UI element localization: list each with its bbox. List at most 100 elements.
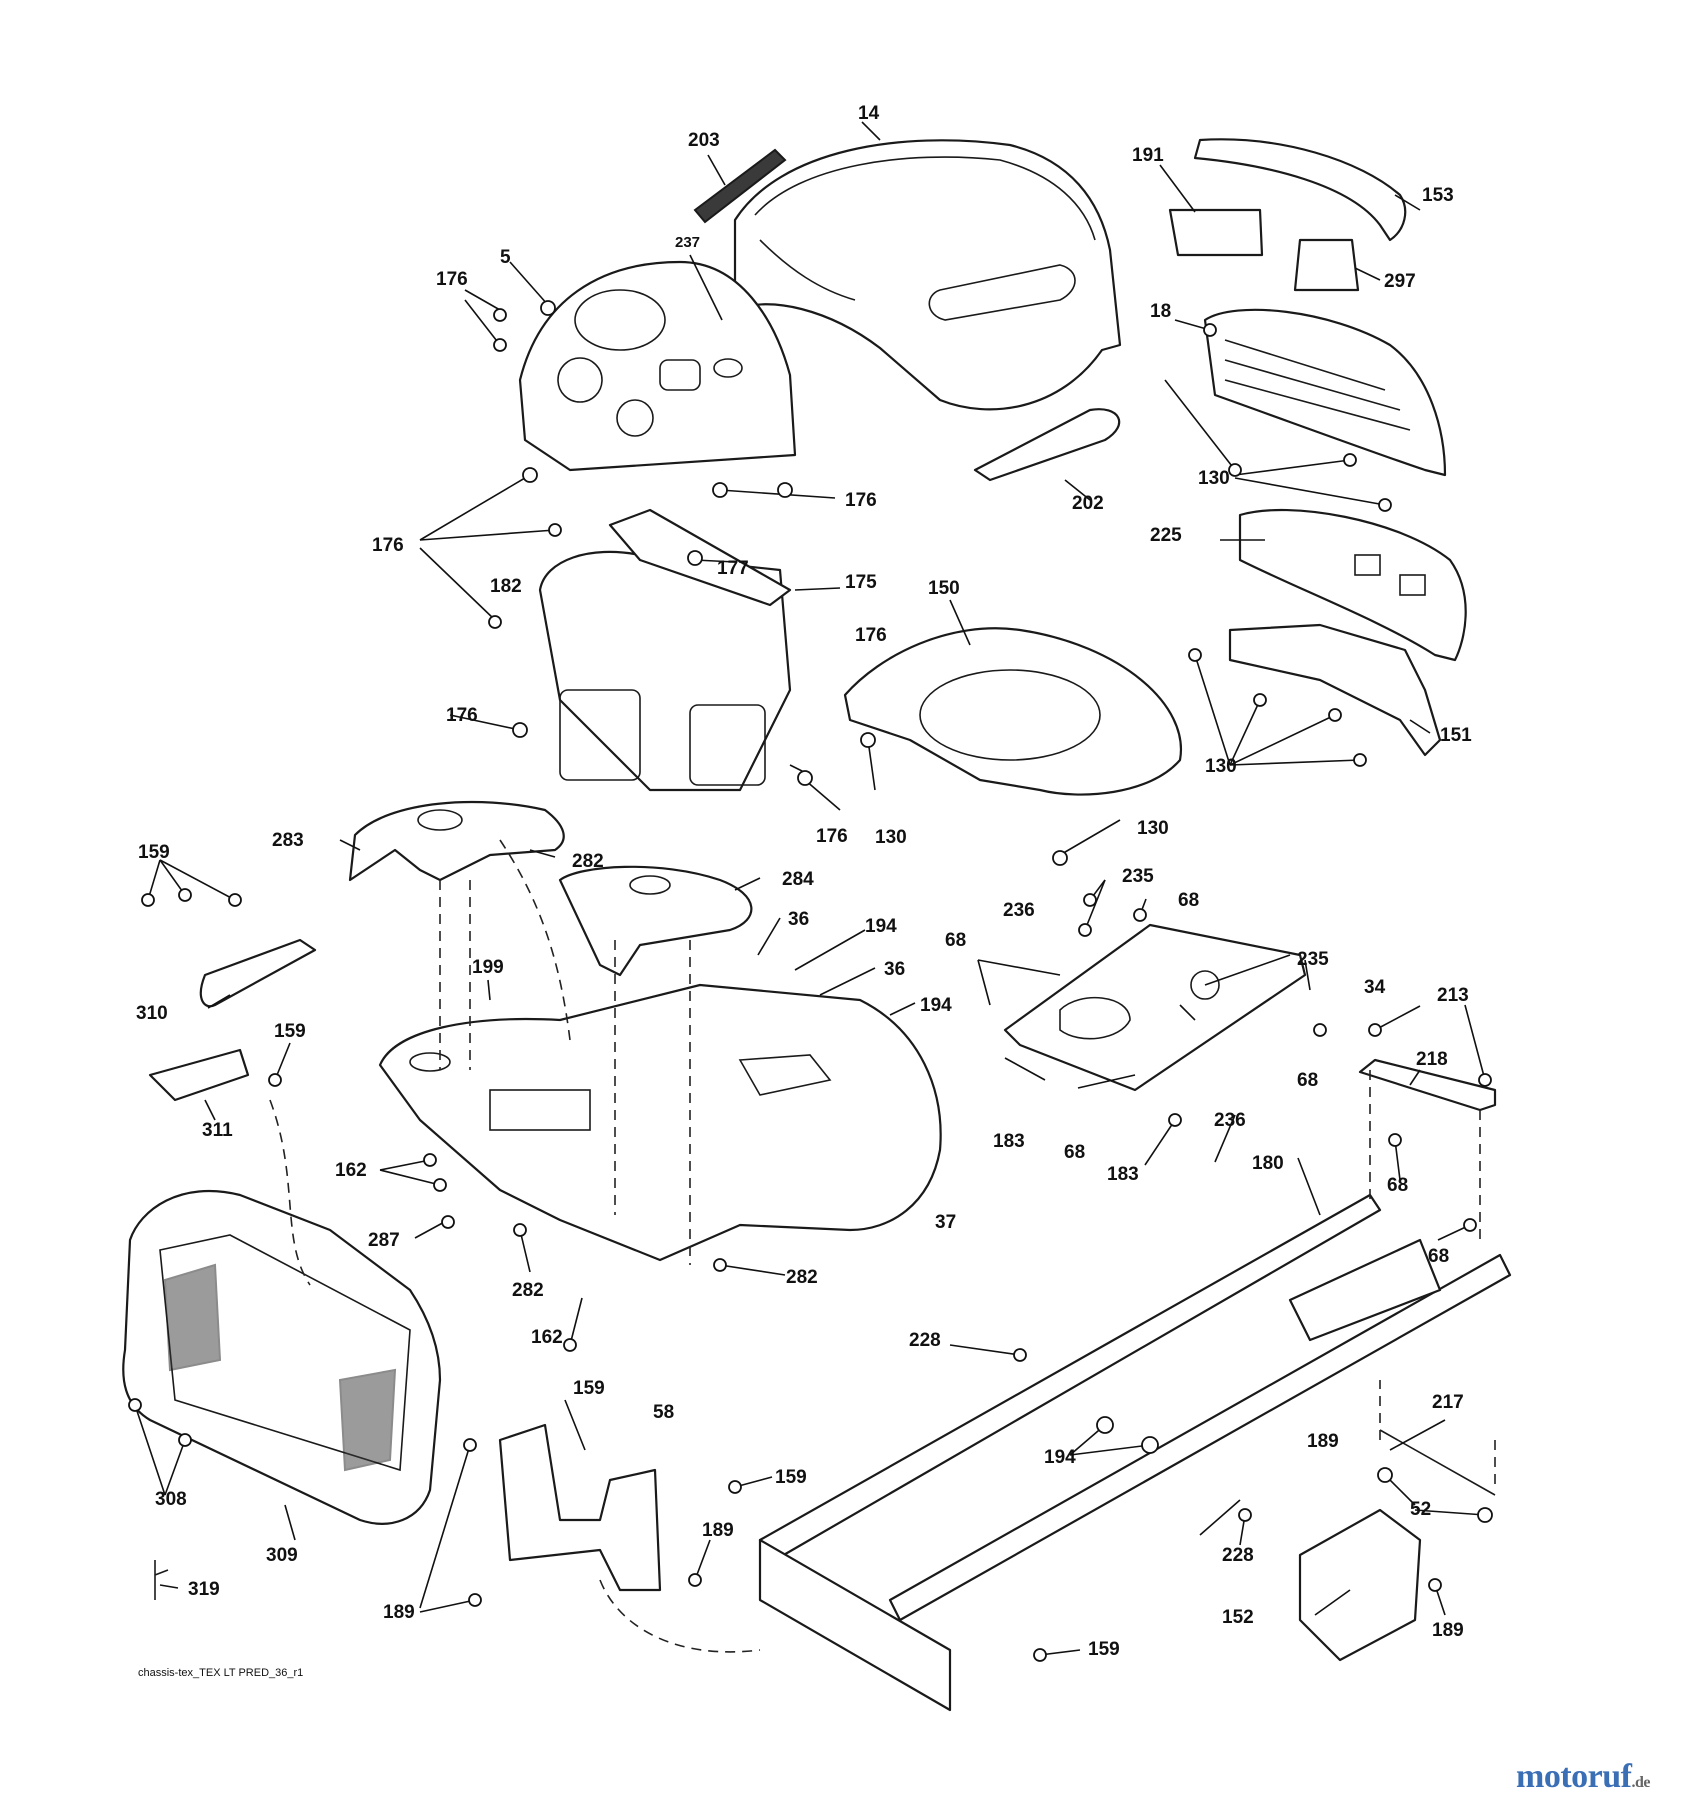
callout-label: 310 [136,1003,168,1024]
callout-label: 68 [1297,1070,1318,1091]
callout-label: 189 [1432,1620,1464,1641]
dash-support-part [538,508,792,792]
callout-label: 194 [865,916,897,937]
bracket-218-part [1358,1058,1497,1112]
watermark-word: motoruf [1516,1758,1632,1795]
bracket-310-part [199,938,317,1008]
callout-label: 228 [1222,1545,1254,1566]
callout-label: 36 [788,909,809,930]
callout-label: 159 [775,1467,807,1488]
callout-label: 284 [782,869,814,890]
callout-label: 235 [1122,866,1154,887]
fender-283-part [348,800,565,882]
callout-label: 189 [702,1520,734,1541]
callout-label: 150 [928,578,960,599]
callout-label: 159 [274,1021,306,1042]
callout-label: 176 [436,269,468,290]
callout-label: 236 [1214,1110,1246,1131]
callout-label: 319 [188,1579,220,1600]
diagram-caption: chassis-tex_TEX LT PRED_36_r1 [138,1667,304,1679]
rod-217-part [1379,1429,1496,1496]
callout-label: 58 [653,1402,674,1423]
foam-block-297-part [1293,238,1360,292]
callout-label: 151 [1440,725,1472,746]
callout-labels: 14 203 237 191 153 297 5 176 18 130 202 … [136,103,1472,1660]
headlight-housing-225-part [1238,508,1467,662]
callout-label: 162 [531,1327,563,1348]
callout-label: 34 [1364,977,1386,998]
callout-label: 68 [945,930,966,951]
callout-label: 282 [572,851,604,872]
callout-label: 236 [1003,900,1035,921]
callout-label: 130 [1198,468,1230,489]
clip-319-part [154,1560,169,1600]
callout-label: 177 [717,558,749,579]
callout-label: 182 [490,576,522,597]
trim-153-part [1193,138,1407,242]
callout-label: 130 [1205,756,1237,777]
callout-label: 218 [1416,1049,1448,1070]
callout-label: 183 [1107,1164,1139,1185]
callout-label: 68 [1428,1246,1449,1267]
pan-150-part [843,627,1183,796]
callout-label: 176 [446,705,478,726]
hood-part [733,139,1122,411]
callout-label: 153 [1422,185,1454,206]
callout-label: 68 [1178,890,1199,911]
callout-label: 159 [138,842,170,863]
watermark-logo: motoruf.de [1516,1758,1650,1796]
callout-label: 159 [1088,1639,1120,1660]
callout-label: 5 [500,247,511,268]
callout-label: 194 [920,995,952,1016]
bracket-151-part [1228,623,1442,757]
lens-202-part [973,408,1121,482]
callout-label: 68 [1064,1142,1085,1163]
callout-label: 191 [1132,145,1164,166]
callout-label: 180 [1252,1153,1284,1174]
callout-label: 183 [993,1131,1025,1152]
cover-152-part [1298,1508,1422,1662]
callout-label: 152 [1222,1607,1254,1628]
plate-34-part [1003,923,1307,1092]
callout-label: 287 [368,1230,400,1251]
callout-label: 176 [845,490,877,511]
watermark-tld: .de [1631,1774,1650,1791]
callout-label: 283 [272,830,304,851]
grille-18-part [1203,308,1447,477]
dash-panel-part [518,260,797,472]
callout-label: 68 [1387,1175,1408,1196]
fasteners [128,300,1493,1662]
callout-label: 297 [1384,271,1416,292]
callout-label: 130 [1137,818,1169,839]
callout-label: 311 [202,1120,233,1141]
callout-label: 213 [1437,985,1469,1006]
assembly-hidden-lines [269,839,1496,1653]
callout-label: 199 [472,957,504,978]
callout-label: 176 [816,826,848,847]
callout-label: 130 [875,827,907,848]
callout-label: 217 [1432,1392,1464,1413]
callout-label: 309 [266,1545,298,1566]
dash-handle-part [693,148,787,224]
bracket-58-part [498,1423,662,1592]
foam-block-191-part [1168,208,1264,257]
callout-label: 176 [855,625,887,646]
callout-label: 189 [1307,1431,1339,1452]
grille-frame-309-part [122,1189,442,1525]
callout-label: 189 [383,1602,415,1623]
callout-label: 176 [372,535,404,556]
callout-label: 237 [675,234,700,251]
callout-label: 194 [1044,1447,1076,1468]
fender-deck-37-part [378,983,942,1262]
callout-label: 18 [1150,301,1171,322]
callout-label: 235 [1297,949,1329,970]
callout-label: 36 [884,959,905,980]
callout-label: 225 [1150,525,1182,546]
callout-label: 308 [155,1489,187,1510]
callout-label: 282 [786,1267,818,1288]
callout-label: 159 [573,1378,605,1399]
frame-180-part [758,1193,1512,1712]
callout-label: 175 [845,572,877,593]
callout-label: 202 [1072,493,1104,514]
